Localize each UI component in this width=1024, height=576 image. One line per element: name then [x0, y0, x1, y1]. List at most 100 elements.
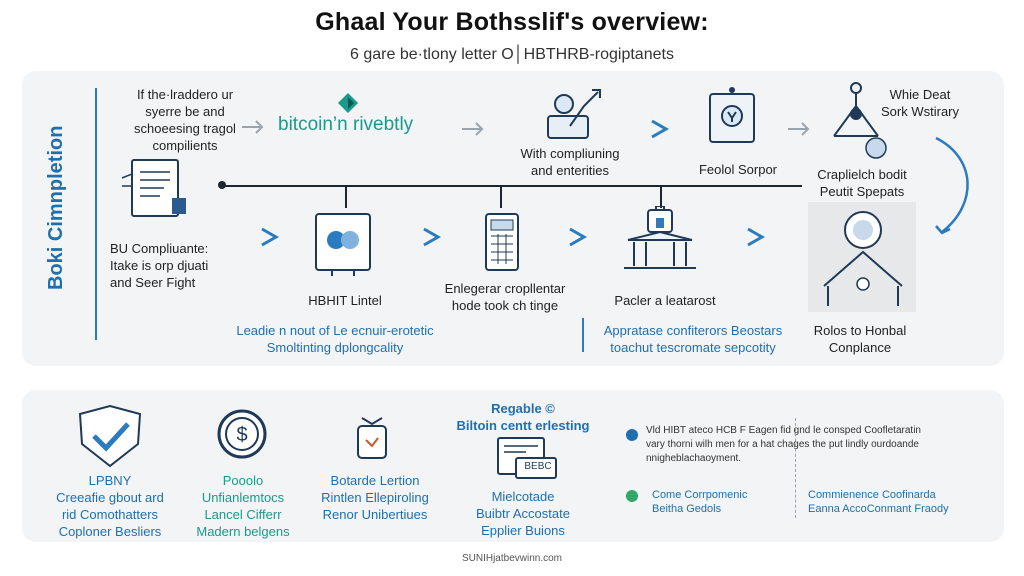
row2-b-line: Enlegerar cropllentar	[444, 281, 566, 296]
row2-d-text: Rolos to Honbal Conplance	[800, 322, 920, 356]
row2-left-text: BU Compliuante: Itake is orp djuati and …	[110, 240, 250, 291]
monitor-screen-text: BEBC	[524, 461, 552, 472]
dollar-coin-icon: $	[216, 408, 268, 460]
connector-drop	[345, 186, 347, 208]
side-divider	[95, 88, 97, 340]
note1-line: vary thorni wilh men for a hat chages th…	[646, 439, 919, 450]
row2-left-line: Itake is orp djuati	[110, 258, 209, 273]
chevron-right-icon	[240, 116, 266, 138]
connector-line	[222, 185, 802, 187]
item3-line: Rintlen Ellepiroling	[321, 490, 429, 505]
compass-shield-icon	[828, 80, 894, 162]
calculator-icon	[484, 212, 520, 272]
monitor-icon	[496, 436, 560, 484]
step4-line: Sork Wstirary	[881, 104, 959, 119]
item3-line: Renor Unibertiues	[322, 507, 428, 522]
caption-left-line: Leadie n nout of Le ecnuir-erotetic	[236, 323, 434, 338]
connector-drop	[500, 186, 502, 208]
note3-line: Commienence Coofinarda	[808, 489, 936, 501]
item2-line: Lancel Cifferr	[204, 507, 282, 522]
block1-line: If the·lraddero ur	[136, 87, 234, 102]
svg-text:$: $	[236, 424, 247, 446]
scanner-icon	[312, 208, 374, 278]
step4-line: Whie Deat	[889, 87, 951, 102]
item1-text: LPBNY Creeafie gbout ard rid Comothatter…	[40, 472, 180, 540]
connector-drop	[660, 186, 662, 208]
row2-a-label: HBHIT Lintel	[308, 293, 382, 308]
chevron-right-icon	[258, 226, 284, 248]
bank-lock-icon	[620, 206, 700, 276]
success-dot-icon	[626, 490, 638, 502]
step5-line: Peutit Spepats	[819, 184, 905, 199]
step2-line: and enterities	[530, 163, 610, 178]
row2-b-text: Enlegerar cropllentar hode took ch tinge	[430, 280, 580, 314]
page-title: Ghaal Your Bothsslif's overview:	[315, 8, 709, 36]
note1-line: Vld HIBT ateco HCB F Eagen fid gnd le co…	[646, 425, 921, 436]
connector-dot	[218, 181, 226, 189]
item4-line: Mielcotade	[491, 489, 555, 504]
block1-line: schoeesing tragol	[134, 121, 236, 136]
chevron-right-icon	[420, 226, 446, 248]
item1-line: rid Comothatters	[61, 507, 159, 522]
item4-head: Regable © Biltoin centt erlesting	[448, 400, 598, 434]
bitcoin-logo-text: bitcoin’n rivebtly	[278, 114, 414, 135]
item4-text: Mielcotade Buibtr Accostate Epplier Buio…	[448, 488, 598, 539]
row2-b-line: hode took ch tinge	[451, 298, 559, 313]
step5-line: Craplielch bodit	[817, 167, 907, 182]
note2-text: Come Corrpomenic Beitha Gedols	[652, 488, 792, 516]
item2-line: Pooolo	[222, 473, 264, 488]
info-dot-icon	[626, 429, 638, 441]
note1-text: Vld HIBT ateco HCB F Eagen fid gnd le co…	[646, 424, 986, 466]
chevron-right-icon	[648, 118, 674, 140]
block1-line: syerre be and	[145, 104, 225, 119]
row2-left-line: BU Compliuante:	[110, 241, 209, 256]
row2-left-line: and Seer Fight	[110, 275, 196, 290]
caption-right-line: toachut tescromate sepcotity	[610, 340, 776, 355]
note2-line: Come Corrpomenic	[652, 489, 748, 501]
note3-text: Commienence Coofinarda Eanna AccoConmant…	[808, 488, 988, 516]
block1-line: compilients	[152, 138, 218, 153]
item2-text: Pooolo Unfianlemtocs Lancel Cifferr Made…	[180, 472, 306, 540]
document-icon	[120, 158, 192, 222]
chevron-right-icon	[566, 226, 592, 248]
row2-d-line: Rolos to Honbal	[813, 323, 907, 338]
bitcoin-diamond-icon	[337, 92, 359, 114]
chevron-right-icon	[786, 118, 812, 140]
item3-line: Botarde Lertion	[330, 473, 420, 488]
step2-text: With compliuning and enterities	[505, 145, 635, 179]
item1-line: LPBNY	[88, 473, 132, 488]
step3-label: Feolol Sorpor	[698, 162, 778, 177]
item4-line: Epplier Buions	[481, 523, 565, 538]
shield-check-icon	[72, 404, 148, 470]
caption-right-line: Appratase confiterors Beostars	[603, 323, 783, 338]
step5-text: Craplielch bodit Peutit Spepats	[802, 166, 922, 200]
caption-left: Leadie n nout of Le ecnuir-erotetic Smol…	[200, 322, 470, 356]
curved-arrow-icon	[928, 134, 978, 244]
chevron-right-icon	[460, 118, 486, 140]
item4-head-line: Regable ©	[491, 401, 555, 416]
item2-line: Madern belgens	[196, 524, 290, 539]
shield-house-icon	[818, 206, 908, 310]
item4-line: Buibtr Accostate	[476, 506, 570, 521]
bottom-divider	[795, 418, 796, 518]
note1-line: nnigheblachaoyment.	[646, 453, 742, 464]
note3-line: Eanna AccoConmant Fraody	[808, 503, 949, 515]
item1-line: Creeafie gbout ard	[56, 490, 164, 505]
footer-url: SUNIHjatbevwinn.com	[461, 553, 563, 564]
note2-line: Beitha Gedols	[652, 503, 722, 515]
caption-divider	[582, 318, 584, 352]
caption-left-line: Smoltinting dplongcality	[266, 340, 404, 355]
row2-c-label: Pacler a leatarost	[614, 293, 716, 308]
growth-chart-icon	[540, 86, 606, 142]
secure-document-icon	[704, 84, 760, 146]
row2-d-line: Conplance	[828, 340, 892, 355]
caption-right: Appratase confiterors Beostars toachut t…	[588, 322, 798, 356]
step4-text: Whie Deat Sork Wstirary	[870, 86, 970, 120]
side-label: Boki Cimnpletion	[45, 125, 67, 290]
page-subtitle: 6 gare be·tlony letter O│HBTHRB-rogiptan…	[350, 46, 674, 63]
jar-icon	[352, 416, 392, 462]
chevron-right-icon	[744, 226, 770, 248]
item4-head-line: Biltoin centt erlesting	[456, 418, 590, 433]
step2-line: With compliuning	[520, 146, 620, 161]
item3-text: Botarde Lertion Rintlen Ellepiroling Ren…	[305, 472, 445, 523]
